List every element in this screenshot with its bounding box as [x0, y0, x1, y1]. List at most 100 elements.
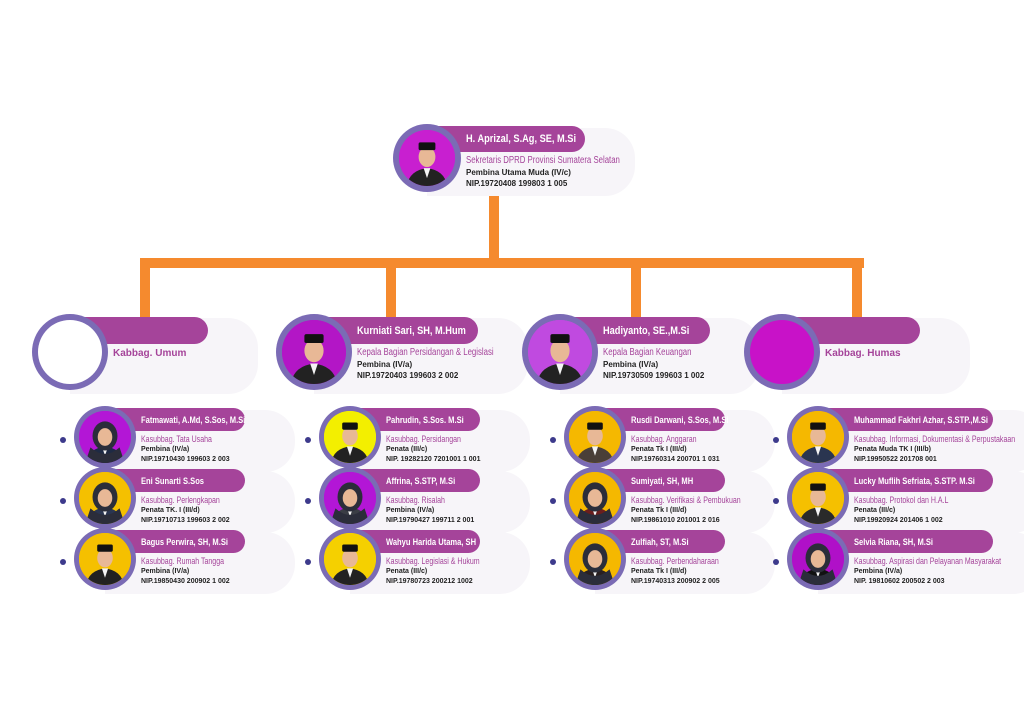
person-name: Lucky Muflih Sefriata, S.STP. M.Si	[854, 475, 975, 486]
bullet-icon	[550, 437, 556, 443]
rank-text: Penata Muda TK I (III/b)	[854, 446, 932, 453]
nip-text: NIP. 19282120 7201001 1 001	[386, 456, 481, 463]
avatar[interactable]	[324, 533, 376, 585]
bullet-icon	[60, 498, 66, 504]
person-name: Kurniati Sari, SH, M.Hum	[357, 324, 466, 337]
person-name: Eni Sunarti S.Sos	[141, 475, 205, 486]
position-title: Kasubbag. Rumah Tangga	[141, 556, 225, 566]
nip-text: NIP.19780723 200212 1002	[386, 578, 473, 585]
avatar[interactable]	[569, 472, 621, 524]
nip-text: NIP.19760314 200701 1 031	[631, 456, 720, 463]
name-bar: Affrina, S.STP, M.Si	[350, 469, 480, 492]
position-title: Kasubbag. Verifikasi & Pembukuan	[631, 495, 741, 505]
connector-drop-humas	[852, 258, 862, 320]
position-title: Kasubbag. Anggaran	[631, 434, 697, 444]
bullet-icon	[60, 559, 66, 565]
person-name: Muhammad Fakhri Azhar, S.STP.,M.Si	[854, 414, 989, 425]
bullet-icon	[305, 437, 311, 443]
position-title: Kasubbag. Informasi, Dokumentasi & Perpu…	[854, 434, 1016, 444]
avatar[interactable]	[569, 533, 621, 585]
nip-text: NIP.19720403 199603 2 002	[357, 371, 459, 380]
position-title: Kepala Bagian Keuangan	[603, 347, 692, 358]
person-name: Selvia Riana, SH, M.Si	[854, 536, 933, 547]
rank-text: Pembina (IV/a)	[854, 568, 903, 575]
position-title: Kasubbag. Risalah	[386, 495, 445, 505]
position-title: Kasubbag. Legislasi & Hukum	[386, 556, 480, 566]
bullet-icon	[305, 498, 311, 504]
rank-text: Penata (III/c)	[386, 446, 428, 453]
rank-text: Penata Tk I (III/d)	[631, 446, 687, 453]
position-title: Kasubbag. Aspirasi dan Pelayanan Masyara…	[854, 556, 1002, 566]
avatar[interactable]	[79, 411, 131, 463]
nip-text: NIP.19850430 200902 1 002	[141, 578, 230, 585]
person-name: Affrina, S.STP, M.Si	[386, 475, 456, 486]
name-bar: Zulfiah, ST, M.Si	[595, 530, 725, 553]
avatar[interactable]	[79, 533, 131, 585]
bullet-icon	[773, 498, 779, 504]
name-bar: Lucky Muflih Sefriata, S.STP. M.Si	[818, 469, 993, 492]
person-name: Wahyu Harida Utama, SH	[386, 536, 477, 547]
rank-text: Penata TK. I (III/d)	[141, 507, 200, 514]
nip-text: NIP.19790427 199711 2 001	[386, 517, 475, 524]
bullet-icon	[550, 559, 556, 565]
name-bar: Wahyu Harida Utama, SH	[350, 530, 480, 553]
position-title: Kepala Bagian Persidangan & Legislasi	[357, 347, 494, 358]
person-name: H. Aprizal, S.Ag, SE, M.Si	[466, 133, 577, 145]
nip-text: NIP.19920924 201406 1 002	[854, 517, 943, 524]
bullet-icon	[773, 559, 779, 565]
position-title: Kasubbag. Perbendaharaan	[631, 556, 719, 566]
connector-drop-umum	[140, 258, 150, 320]
person-name: Pahrudin, S.Sos. M.Si	[386, 414, 464, 425]
nip-text: NIP.19861010 201001 2 016	[631, 517, 720, 524]
position-title: Kasubbag. Protokol dan H.A.L	[854, 495, 949, 505]
name-bar: Muhammad Fakhri Azhar, S.STP.,M.Si	[818, 408, 993, 431]
avatar[interactable]	[324, 472, 376, 524]
nip-text: NIP.19730509 199603 1 002	[603, 371, 705, 380]
person-name: Sumiyati, SH, MH	[631, 475, 694, 486]
rank-text: Pembina (IV/a)	[141, 568, 190, 575]
avatar[interactable]	[324, 411, 376, 463]
bullet-icon	[773, 437, 779, 443]
person-name: Rusdi Darwani, S.Sos, M.Si	[631, 414, 729, 425]
person-name: Bagus Perwira, SH, M.Si	[141, 536, 228, 547]
position-title: Kasubbag. Tata Usaha	[141, 434, 212, 444]
nip-text: NIP. 19810602 200502 2 003	[854, 578, 945, 585]
rank-text: Pembina Utama Muda (IV/c)	[466, 168, 571, 177]
avatar[interactable]	[792, 533, 844, 585]
person-name: Hadiyanto, SE.,M.Si	[603, 324, 690, 337]
name-bar: Rusdi Darwani, S.Sos, M.Si	[595, 408, 729, 431]
nip-text: NIP.19710713 199603 2 002	[141, 517, 230, 524]
bullet-icon	[305, 559, 311, 565]
avatar[interactable]	[792, 472, 844, 524]
division-title: Kabbag. Humas	[825, 348, 901, 359]
name-bar: Bagus Perwira, SH, M.Si	[105, 530, 245, 553]
bullet-icon	[60, 437, 66, 443]
connector-horizontal	[140, 258, 864, 268]
avatar[interactable]	[528, 320, 592, 384]
avatar[interactable]	[399, 130, 455, 186]
person-name: Zulfiah, ST, M.Si	[631, 536, 689, 547]
avatar[interactable]	[38, 320, 102, 384]
person-name: Fatmawati, A.Md, S.Sos, M.Si	[141, 414, 246, 425]
nip-text: NIP.19950522 201708 001	[854, 456, 937, 463]
position-title: Kasubbag. Persidangan	[386, 434, 461, 444]
avatar[interactable]	[750, 320, 814, 384]
name-bar: Pahrudin, S.Sos. M.Si	[350, 408, 480, 431]
avatar[interactable]	[792, 411, 844, 463]
rank-text: Penata Tk I (III/d)	[631, 568, 687, 575]
rank-text: Pembina (IV/a)	[141, 446, 190, 453]
connector-head-trunk	[489, 188, 499, 268]
nip-text: NIP.19720408 199803 1 005	[466, 179, 568, 188]
name-bar: Fatmawati, A.Md, S.Sos, M.Si	[105, 408, 245, 431]
rank-text: Penata Tk I (III/d)	[631, 507, 687, 514]
avatar[interactable]	[79, 472, 131, 524]
nip-text: NIP.19710430 199603 2 003	[141, 456, 230, 463]
nip-text: NIP.19740313 200902 2 005	[631, 578, 720, 585]
bullet-icon	[550, 498, 556, 504]
name-bar: Selvia Riana, SH, M.Si	[818, 530, 993, 553]
connector-drop-persidangan	[386, 258, 396, 320]
rank-text: Pembina (IV/a)	[386, 507, 435, 514]
avatar[interactable]	[282, 320, 346, 384]
avatar[interactable]	[569, 411, 621, 463]
rank-text: Penata (III/c)	[854, 507, 896, 514]
